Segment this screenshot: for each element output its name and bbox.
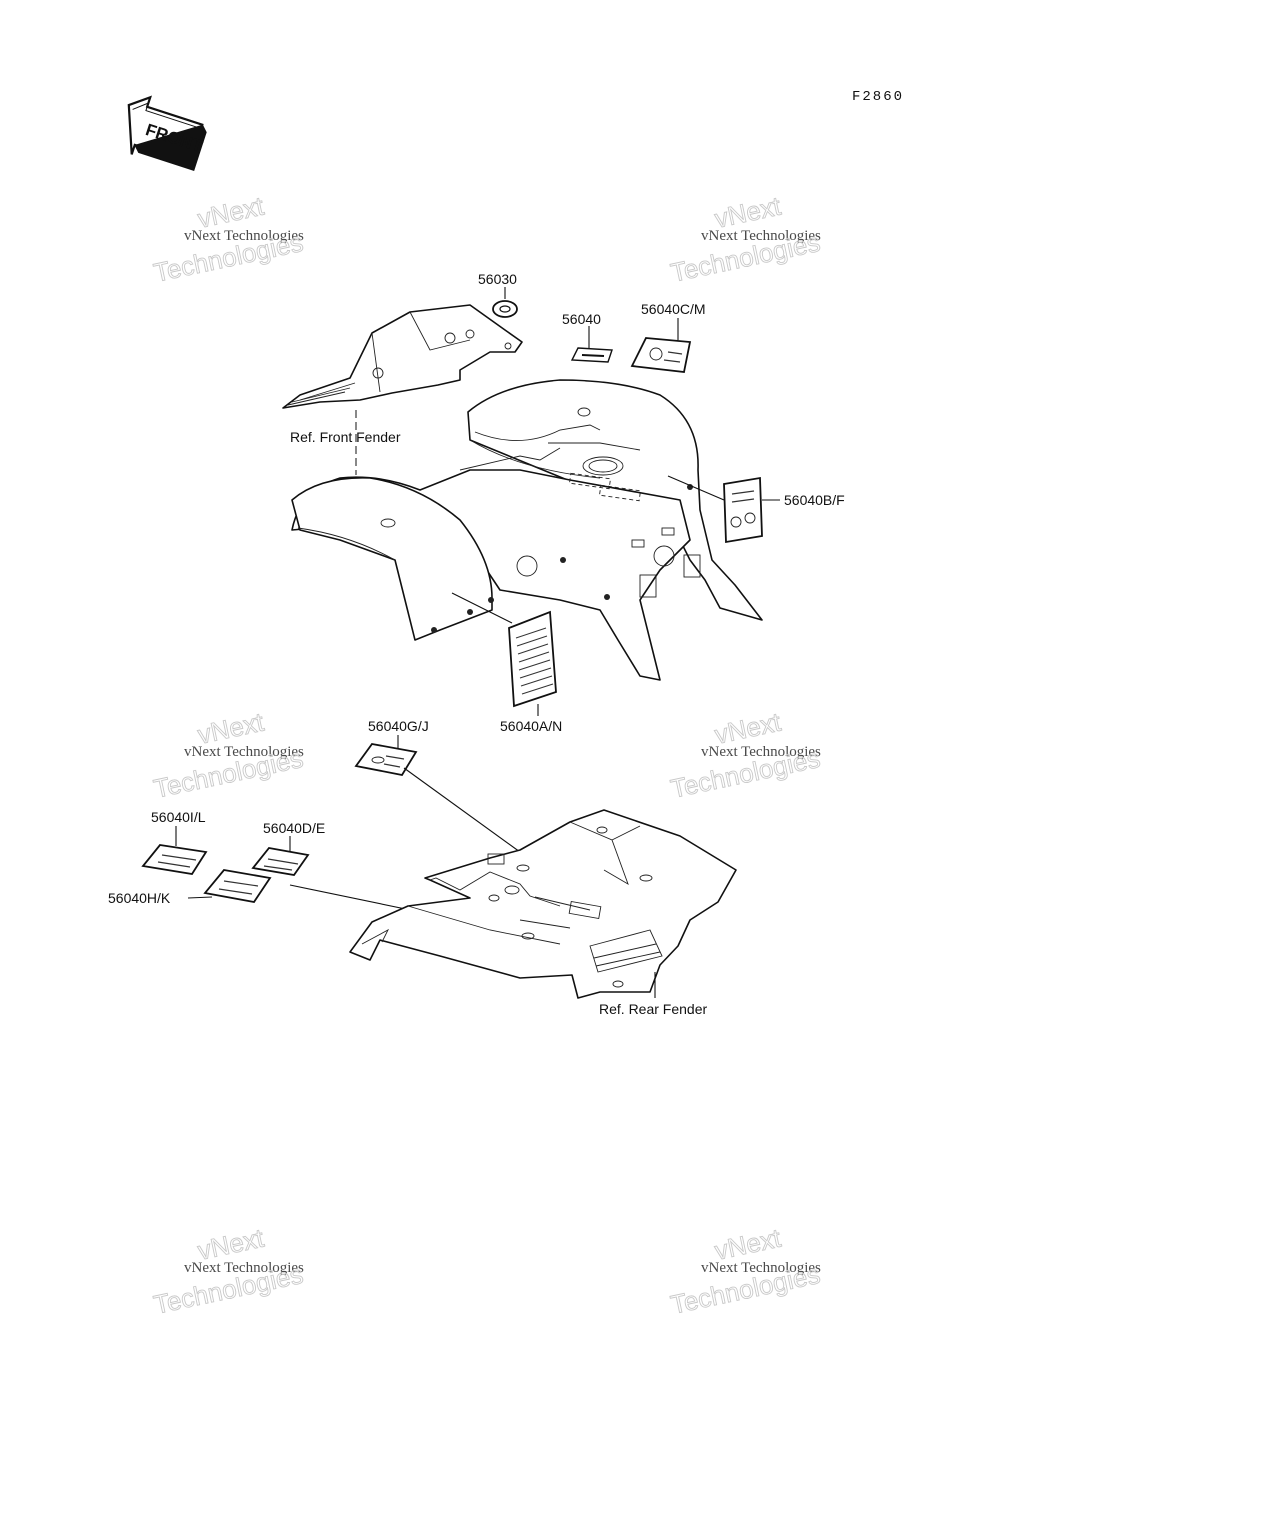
callout-56040cm: 56040C/M <box>641 301 706 317</box>
callout-56040il: 56040I/L <box>151 809 206 825</box>
front-fender-bracket <box>282 304 523 409</box>
callout-56030: 56030 <box>478 271 517 287</box>
callout-56040de: 56040D/E <box>263 820 325 836</box>
washer-56030 <box>492 287 518 318</box>
watermark-top-right: vNext vNext Technologies Technologies <box>668 190 824 288</box>
callout-56040gj: 56040G/J <box>368 718 429 734</box>
label-56040 <box>570 326 613 363</box>
label-56040cm <box>630 318 692 373</box>
ref-rear-fender: Ref. Rear Fender <box>599 1001 707 1017</box>
svg-text:vNext Technologies: vNext Technologies <box>184 744 304 760</box>
callout-56040an: 56040A/N <box>500 718 562 734</box>
watermark-top-left: vNext vNext Technologies Technologies <box>151 190 307 288</box>
svg-text:vNext Technologies: vNext Technologies <box>701 228 821 244</box>
label-56040de <box>251 836 310 876</box>
callout-56040bf: 56040B/F <box>784 492 845 508</box>
figure-code: F2860 <box>852 89 904 105</box>
front-arrow-icon: FRONT <box>127 95 207 171</box>
front-fender <box>291 379 763 681</box>
label-56040bf <box>723 476 780 544</box>
label-56040il <box>141 826 208 875</box>
label-56040an <box>508 610 557 716</box>
watermark-bottom-right: vNext vNext Technologies Technologies <box>668 1222 824 1320</box>
svg-text:vNext Technologies: vNext Technologies <box>184 1260 304 1276</box>
svg-text:vNext Technologies: vNext Technologies <box>184 228 304 244</box>
watermark-mid-right: vNext vNext Technologies Technologies <box>668 706 824 804</box>
label-56040hk <box>187 869 421 913</box>
watermark-bottom-left: vNext vNext Technologies Technologies <box>151 1222 307 1320</box>
callout-56040hk: 56040H/K <box>108 890 171 906</box>
label-56040gj <box>354 735 521 853</box>
callout-56040: 56040 <box>562 311 601 327</box>
watermark-mid-left: vNext vNext Technologies Technologies <box>151 706 307 804</box>
ref-front-fender: Ref. Front Fender <box>290 429 401 445</box>
rear-fender <box>349 809 737 999</box>
svg-text:vNext Technologies: vNext Technologies <box>701 1260 821 1276</box>
svg-text:vNext Technologies: vNext Technologies <box>701 744 821 760</box>
